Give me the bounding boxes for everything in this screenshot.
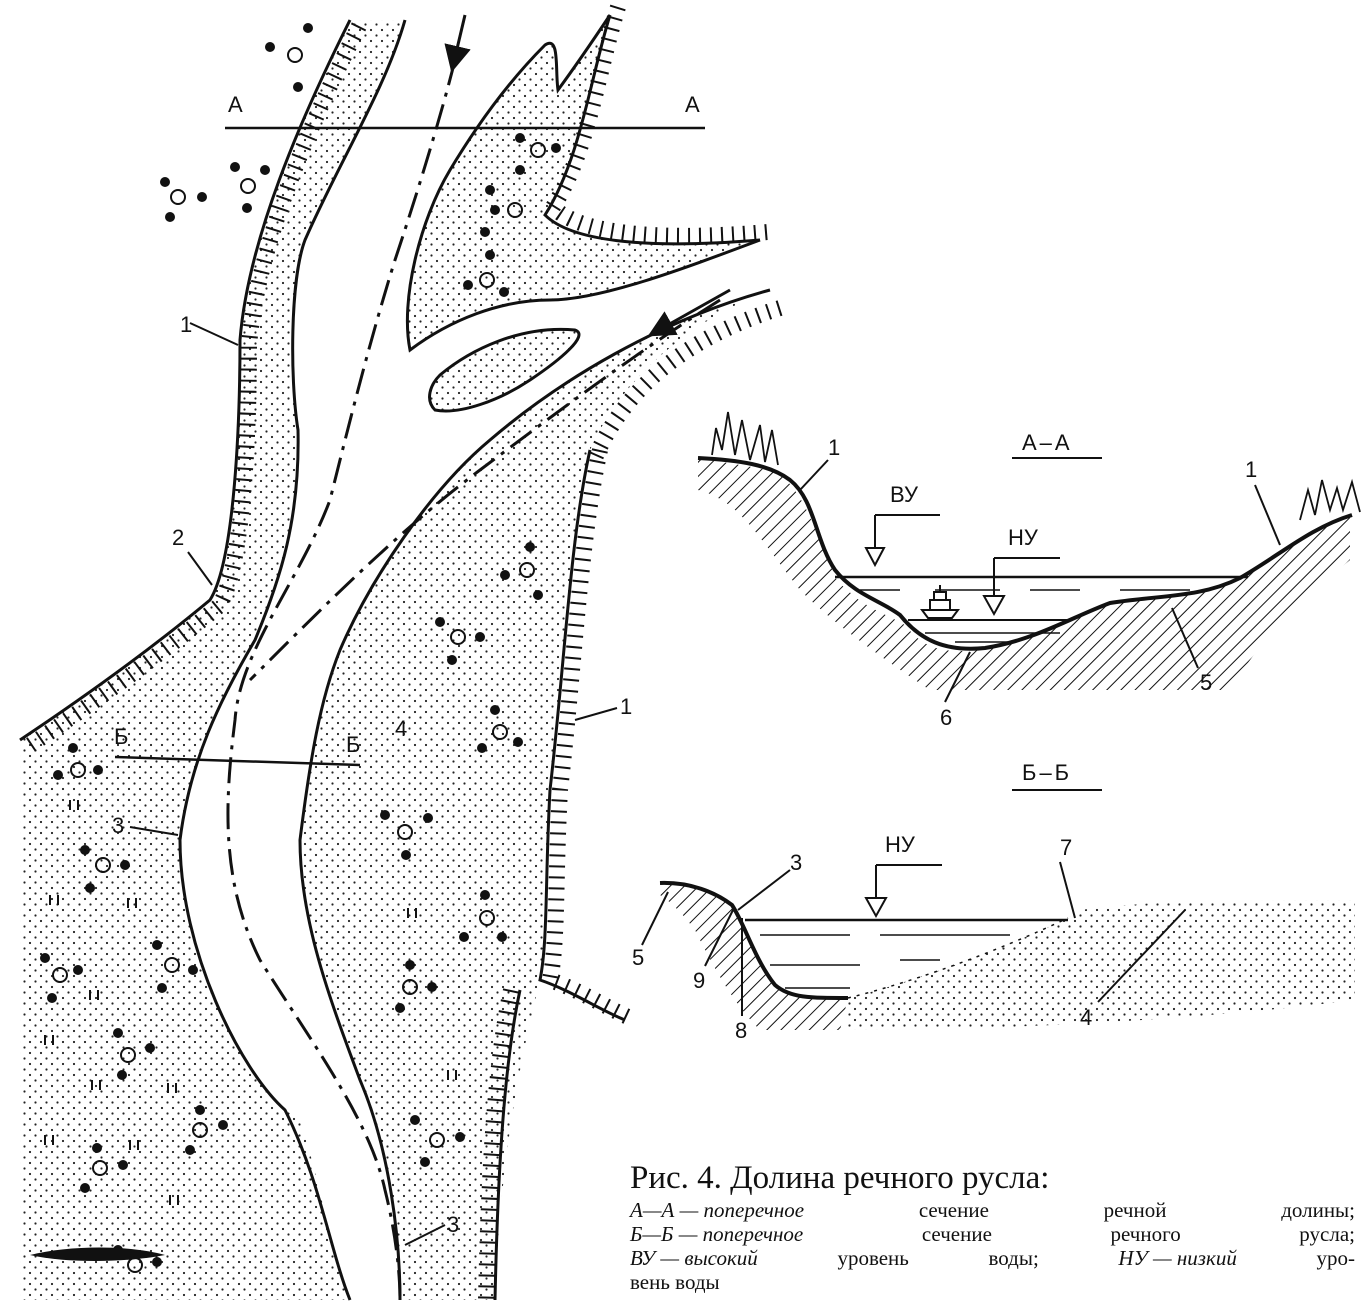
plan-label-1-right: 1	[620, 694, 632, 719]
right-lower-edge	[493, 989, 522, 1301]
flow-arrow-main	[444, 14, 471, 73]
section-line-bb	[114, 755, 361, 767]
cross-section-aa: А–А ВУ НУ 1 1 5 6	[697, 411, 1361, 730]
aa-label-5: 5	[1200, 670, 1212, 695]
aa-high-water-label: ВУ	[890, 482, 919, 507]
aa-low-water-marker	[993, 557, 1060, 595]
caption-title: Рис. 4. Долина речного русла:	[630, 1160, 1050, 1196]
right-bank-ticks	[587, 300, 783, 462]
boat-icon	[920, 585, 960, 619]
plan-label-2: 2	[172, 525, 184, 550]
aa-vegetation-left	[711, 411, 779, 466]
section-aa-left-label: А	[228, 92, 243, 117]
section-aa-title: А–А	[1022, 430, 1073, 455]
bb-bank	[660, 882, 848, 1030]
section-bb-right-label: Б	[346, 732, 360, 757]
bb-label-4: 4	[1080, 1005, 1092, 1030]
tributary-upper-ticks	[542, 4, 769, 244]
section-bb-title: Б–Б	[1022, 760, 1072, 785]
aa-profile	[697, 456, 1353, 651]
figure-caption: Рис. 4. Долина речного русла: А—А — попе…	[630, 1158, 1355, 1294]
bb-label-5: 5	[632, 945, 644, 970]
aa-vegetation-right	[1299, 478, 1361, 521]
caption-line-3-part-2: уровень	[837, 1246, 909, 1270]
bb-label-3: 3	[790, 850, 802, 875]
plan-view: А А Б Б 1 2 3 1 4 3	[19, 4, 783, 1301]
caption-line-3-part-1: ВУ — высокий	[630, 1246, 758, 1270]
thalweg-main	[226, 59, 457, 1301]
thalweg-tributary	[248, 298, 721, 682]
marsh-marks	[44, 800, 457, 1205]
caption-line-1-part-2: сечение	[918, 1198, 989, 1222]
aa-low-water-label: НУ	[1008, 525, 1039, 550]
aa-label-6: 6	[940, 705, 952, 730]
aa-ground	[698, 458, 1350, 690]
bb-alluvium	[848, 900, 1355, 1030]
section-aa-right-label: А	[685, 92, 700, 117]
map-symbols	[40, 23, 561, 1273]
tributary-lower-bank	[405, 14, 761, 353]
left-valley-edge	[19, 19, 352, 742]
caption-line-2-part-3: речного	[1110, 1222, 1181, 1246]
aa-label-1-right: 1	[1245, 457, 1257, 482]
bb-low-water-label: НУ	[885, 832, 916, 857]
caption-line-4: вень воды	[630, 1270, 1355, 1294]
plan-label-3-bottom: 3	[447, 1212, 459, 1237]
bb-label-9: 9	[693, 968, 705, 993]
caption-line-2-part-1: Б—Б — поперечное	[630, 1222, 804, 1246]
caption-line-2-part-4: русла;	[1299, 1222, 1355, 1246]
ink-smudge	[30, 1247, 165, 1262]
small-island	[428, 327, 581, 413]
caption-line-3: ВУ — высокий уровень воды; НУ — низкий у…	[630, 1246, 1355, 1270]
bb-label-7: 7	[1060, 835, 1072, 860]
caption-line-1-part-3: речной	[1103, 1198, 1167, 1222]
aa-label-1-left: 1	[828, 435, 840, 460]
caption-line-3-part-3: воды;	[988, 1246, 1039, 1270]
flow-arrow-tributary	[647, 288, 731, 337]
plan-label-4: 4	[395, 716, 407, 741]
section-bb-left-label: Б	[114, 724, 128, 749]
plan-label-3-left: 3	[112, 813, 124, 838]
plan-label-1-left: 1	[180, 312, 192, 337]
left-channel-bank	[178, 19, 407, 1301]
island-peninsula	[407, 15, 760, 350]
caption-line-1: А—А — поперечное сечение речной долины;	[630, 1198, 1355, 1222]
caption-line-3-part-4: НУ — низкий	[1118, 1246, 1237, 1270]
right-floodplain	[300, 290, 770, 1300]
cross-section-bb: Б–Б НУ 3 7 5 9 8 4	[632, 760, 1355, 1043]
right-channel-bank	[298, 288, 771, 1301]
caption-line-1-part-1: А—А — поперечное	[630, 1198, 805, 1222]
caption-line-3-part-5: уро-	[1316, 1246, 1355, 1270]
bb-profile	[659, 880, 849, 1000]
left-floodplain	[20, 20, 405, 1300]
caption-line-2: Б—Б — поперечное сечение речного русла;	[630, 1222, 1355, 1246]
caption-line-2-part-2: сечение	[921, 1222, 992, 1246]
bb-label-8: 8	[735, 1018, 747, 1043]
caption-line-4-text: вень воды	[630, 1270, 720, 1294]
caption-line-1-part-4: долины;	[1281, 1198, 1355, 1222]
bb-low-water-marker	[875, 864, 942, 898]
